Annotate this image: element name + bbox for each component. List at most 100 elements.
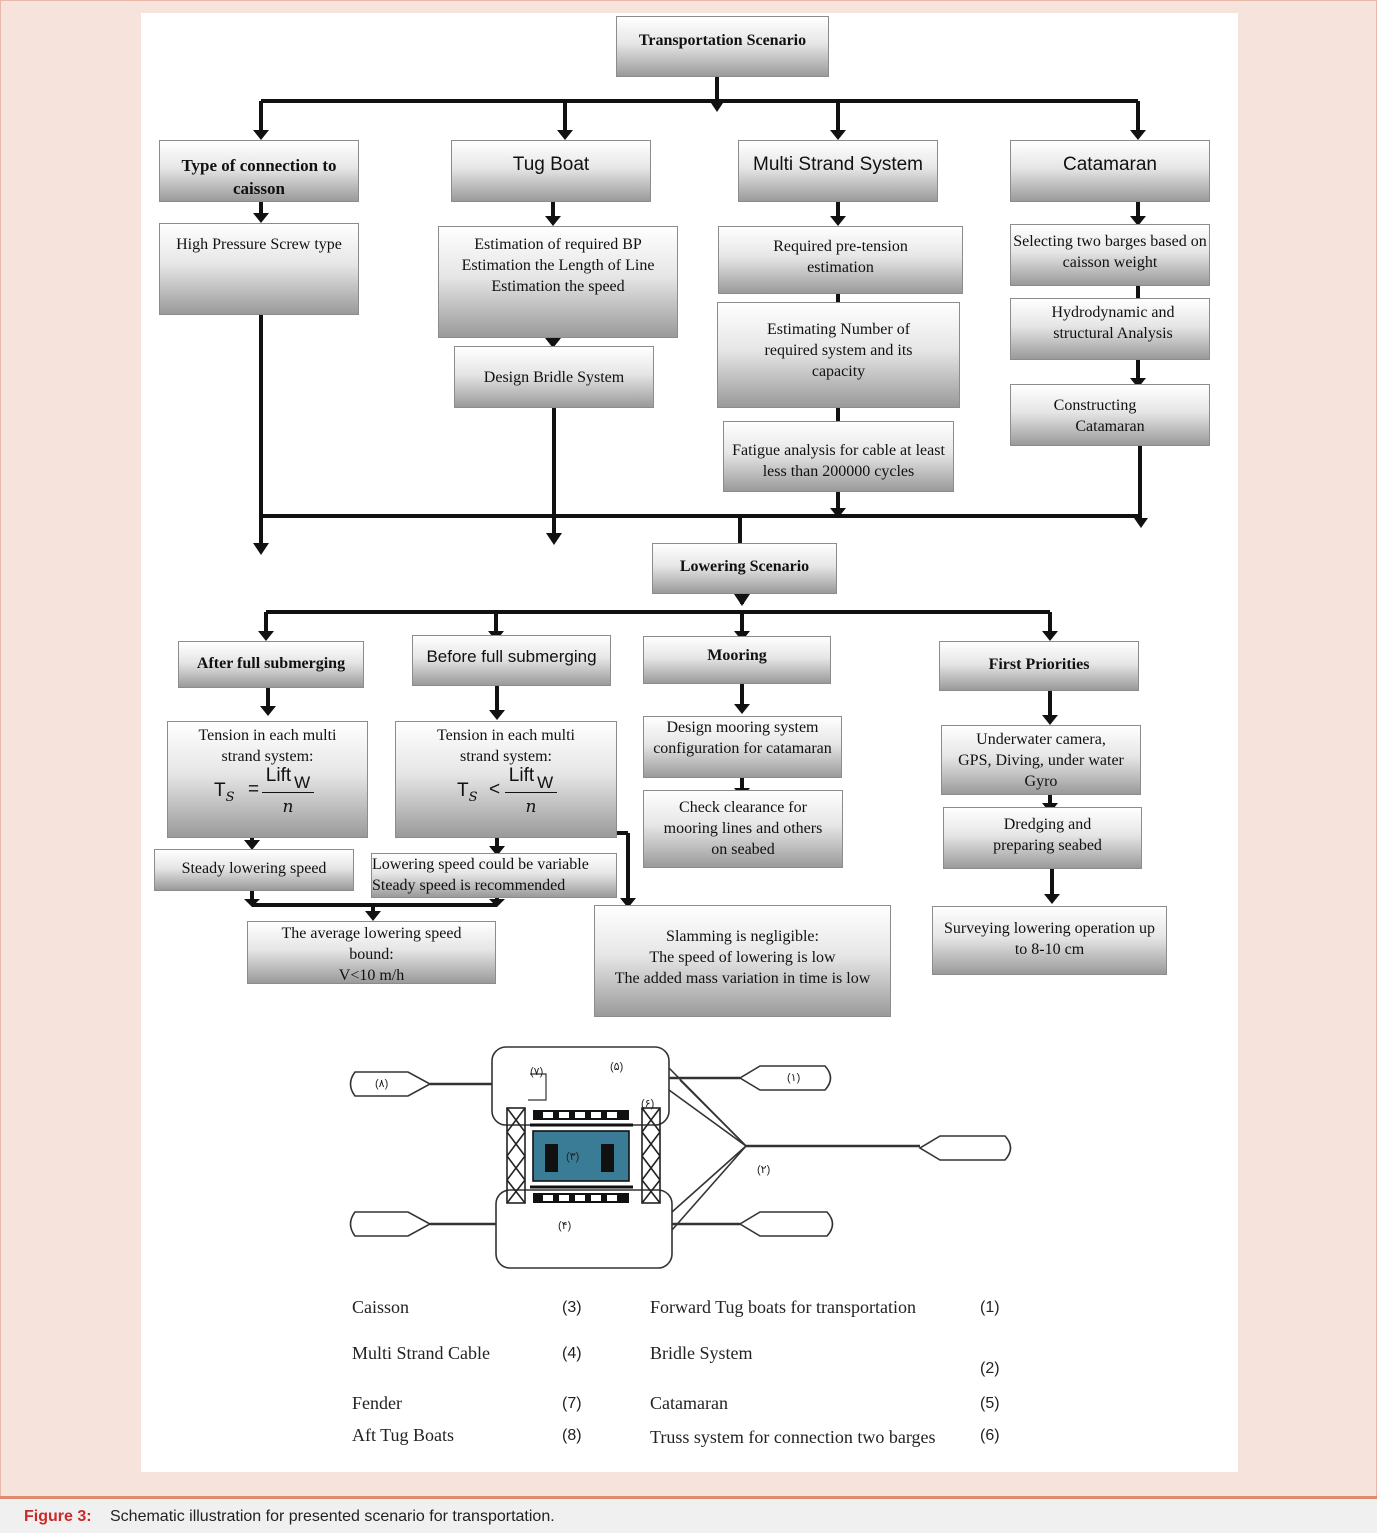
average-speed-label: The average lowering speed bound: xyxy=(281,925,462,963)
eq-numerator-sub: W xyxy=(294,773,311,792)
variable-speed-box: Lowering speed could be variable Steady … xyxy=(371,853,617,898)
schematic-label-7: (۷) xyxy=(530,1066,544,1078)
figure-caption: Figure 3: Schematic illustration for pre… xyxy=(0,1496,1377,1533)
tug-estimation-bp: Estimation of required BP xyxy=(474,236,642,253)
eq-numerator: Lift xyxy=(508,765,535,786)
arrowhead xyxy=(830,216,846,226)
arrowhead xyxy=(557,130,573,140)
arrowhead xyxy=(620,898,636,908)
arrowhead xyxy=(489,710,505,720)
system-number-box: Estimating Number of required system and… xyxy=(717,302,960,408)
caption-label: Figure 3: xyxy=(24,1508,92,1525)
schematic-label-6: (۶) xyxy=(641,1098,655,1110)
arrowhead xyxy=(1130,378,1146,388)
constructing-label: Constructing xyxy=(1053,397,1137,414)
lowering-scenario-box: Lowering Scenario xyxy=(652,543,837,594)
eq-lhs-sub: S xyxy=(225,789,235,805)
eq-numerator-sub: W xyxy=(537,773,554,792)
forward-tug-boat-middle xyxy=(918,1135,1012,1161)
design-mooring-box: Design mooring system configuration for … xyxy=(643,716,842,778)
legend-number: (7) xyxy=(562,1395,582,1412)
eq-operator: = xyxy=(248,779,260,800)
arrowhead xyxy=(1042,715,1058,725)
dredging-box: Dredging and preparing seabed xyxy=(943,807,1142,869)
bridle-system-box: Design Bridle System xyxy=(454,346,654,408)
legend-item-aft-tug: Aft Tug Boats xyxy=(352,1425,455,1445)
before-submerging-box: Before full submerging xyxy=(412,635,611,686)
variable-speed-label: Lowering speed could be variable xyxy=(372,856,589,873)
arrowhead xyxy=(253,213,269,223)
arrowhead xyxy=(1042,631,1058,641)
arrowhead xyxy=(244,899,260,907)
legend-item-multi-strand: Multi Strand Cable xyxy=(352,1343,490,1363)
legend-number: (4) xyxy=(562,1345,582,1362)
catamaran-box: Catamaran xyxy=(1010,140,1210,202)
legend-number: (3) xyxy=(562,1299,582,1316)
truss-system xyxy=(506,1107,661,1204)
surveying-box: Surveying lowering operation up to 8-10 … xyxy=(932,906,1167,975)
before-tension-box: Tension in each multi strand system: xyxy=(395,721,617,838)
constructing-catamaran-label: Catamaran xyxy=(1075,418,1145,435)
arrowhead xyxy=(830,508,846,518)
eq-lhs: T xyxy=(457,780,469,801)
arrowhead xyxy=(1134,518,1148,528)
eq-fraction-bar xyxy=(262,792,314,793)
arrowhead xyxy=(253,543,269,555)
transportation-scenario-box: Transportation Scenario xyxy=(616,16,829,77)
legend-number: (1) xyxy=(980,1299,1000,1316)
tug-boat-box: Tug Boat xyxy=(451,140,651,202)
steady-speed-box: Steady lowering speed xyxy=(154,849,354,891)
arrowhead xyxy=(258,631,274,641)
legend-item-catamaran: Catamaran xyxy=(650,1393,728,1413)
aft-tug-boat-lower xyxy=(349,1211,432,1237)
check-clearance-box: Check clearance for mooring lines and ot… xyxy=(643,790,843,868)
eq-lhs-sub: S xyxy=(468,789,478,805)
schematic-label-3: (۳) xyxy=(566,1151,580,1163)
slamming-negligible-label: Slamming is negligible: xyxy=(666,928,819,945)
legend-item-caisson: Caisson xyxy=(352,1297,410,1317)
forward-tug-boat-upper xyxy=(738,1065,832,1091)
legend-number: (2) xyxy=(980,1360,1000,1377)
schematic-label-4: (۴) xyxy=(558,1220,572,1232)
selecting-barges-box: Selecting two barges based on caisson we… xyxy=(1010,224,1210,286)
legend-item-truss: Truss system for connection two barges xyxy=(650,1427,936,1447)
arrowhead xyxy=(1044,894,1060,904)
multi-strand-cables xyxy=(530,1110,633,1203)
average-speed-value: V<10 m/h xyxy=(338,967,405,984)
arrowhead xyxy=(244,840,260,850)
schematic-label-8: (۸) xyxy=(375,1078,389,1090)
arrowhead xyxy=(1130,216,1146,226)
hydrodynamic-analysis-box: Hydrodynamic and structural Analysis xyxy=(1010,298,1210,360)
connection-type-box: Type of connection to caisson xyxy=(159,140,359,202)
arrowhead xyxy=(489,899,505,907)
forward-tug-boat-lower xyxy=(738,1211,834,1237)
arrowhead xyxy=(709,100,725,112)
legend-item-bridle: Bridle System xyxy=(650,1343,753,1363)
schematic-label-2: (۲) xyxy=(757,1164,771,1176)
arrowhead xyxy=(734,704,750,714)
pretension-estimation-box: Required pre-tension estimation xyxy=(718,226,963,294)
eq-denominator: n xyxy=(282,797,294,817)
mooring-box: Mooring xyxy=(643,636,831,684)
arrowhead xyxy=(734,594,750,606)
caisson xyxy=(532,1130,630,1182)
tug-estimation-box: Estimation of required BP Estimation the… xyxy=(438,226,678,338)
legend-number: (5) xyxy=(980,1395,1000,1412)
schematic-label-5: (۵) xyxy=(610,1061,624,1073)
legend-item-fender: Fender xyxy=(352,1393,402,1413)
eq-lhs: T xyxy=(214,780,226,801)
tug-estimation-speed: Estimation the speed xyxy=(491,278,625,295)
recommended-speed-label: Steady speed is recommended xyxy=(372,877,566,894)
aft-tug-boat-upper xyxy=(349,1071,432,1097)
legend-number: (6) xyxy=(980,1427,1000,1444)
legend-number: (8) xyxy=(562,1427,582,1444)
arrowhead xyxy=(365,911,381,921)
arrowhead xyxy=(545,338,561,348)
eq-numerator: Lift xyxy=(265,765,292,786)
after-submerging-box: After full submerging xyxy=(178,641,364,688)
arrowhead xyxy=(546,533,562,545)
slamming-mass-label: The added mass variation in time is low xyxy=(614,970,871,987)
